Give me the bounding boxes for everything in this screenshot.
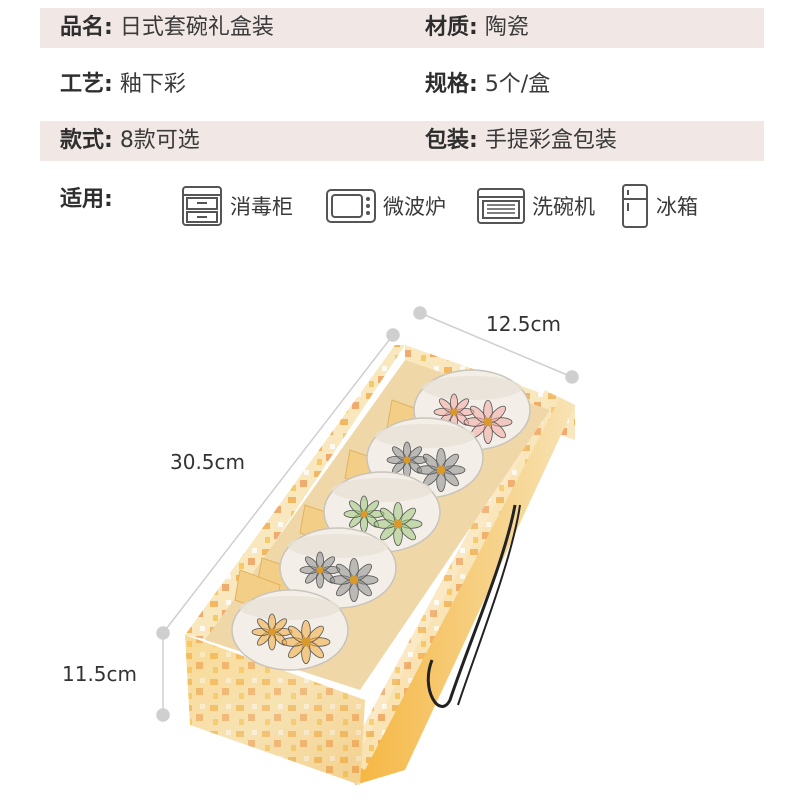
usage-heading: 适用: [60, 180, 113, 220]
spec-row-1 [40, 8, 764, 48]
usage-label: 洗碗机 [532, 195, 595, 219]
bowl-3 [323, 471, 441, 553]
bowl-flower [251, 613, 331, 664]
usage-disinfection-cabinet: 消毒柜 [180, 186, 293, 226]
disinfection-cabinet-icon [182, 186, 222, 226]
usage-microwave: 微波炉 [325, 186, 446, 226]
dimension-length-label: 30.5cm [170, 450, 246, 474]
dishwasher-icon [477, 188, 525, 224]
refrigerator-icon [622, 184, 648, 228]
spec-value: 手提彩盒包装 [484, 128, 617, 153]
usage-label: 微波炉 [383, 195, 446, 219]
spec-value: 日式套碗礼盒装 [119, 15, 274, 40]
spec-value: 陶瓷 [484, 15, 529, 40]
spec-material: 材质: 陶瓷 [425, 8, 529, 48]
bowl-4 [366, 417, 484, 499]
bowl-2 [279, 527, 397, 609]
spec-name: 品名: 日式套碗礼盒装 [60, 8, 274, 48]
bowl-flower [299, 551, 379, 602]
bowl-flower [343, 495, 423, 546]
dimension-height-label: 11.5cm [62, 662, 138, 686]
spec-value: 8款可选 [119, 128, 200, 153]
spec-label: 适用: [60, 187, 113, 212]
dimension-width-label: 12.5cm [486, 312, 562, 336]
spec-label: 工艺: [60, 72, 113, 97]
spec-value: 釉下彩 [119, 72, 186, 97]
spec-style: 款式: 8款可选 [60, 121, 200, 161]
box-front-shade [185, 635, 365, 785]
bowl-1 [231, 589, 349, 671]
bowl-flower [386, 441, 466, 492]
spec-label: 包装: [425, 128, 478, 153]
spec-label: 品名: [60, 15, 113, 40]
spec-value: 5个/盒 [484, 72, 551, 97]
dimension-lines [156, 306, 579, 722]
spec-label: 材质: [425, 15, 478, 40]
usage-label: 冰箱 [656, 195, 698, 219]
box-left-wall [185, 345, 405, 640]
usage-dishwasher: 洗碗机 [476, 186, 595, 226]
microwave-icon [326, 189, 376, 223]
spec-label: 款式: [60, 128, 113, 153]
usage-label: 消毒柜 [230, 195, 293, 219]
box-right-side [355, 395, 575, 785]
spec-size: 规格: 5个/盒 [425, 65, 550, 105]
box-handle-string [426, 504, 517, 708]
usage-refrigerator: 冰箱 [620, 184, 698, 228]
spec-package: 包装: 手提彩盒包装 [425, 121, 617, 161]
spec-label: 规格: [425, 72, 478, 97]
spec-craft: 工艺: 釉下彩 [60, 65, 186, 105]
box-side-panel [345, 390, 560, 770]
spec-row-3 [40, 121, 764, 161]
